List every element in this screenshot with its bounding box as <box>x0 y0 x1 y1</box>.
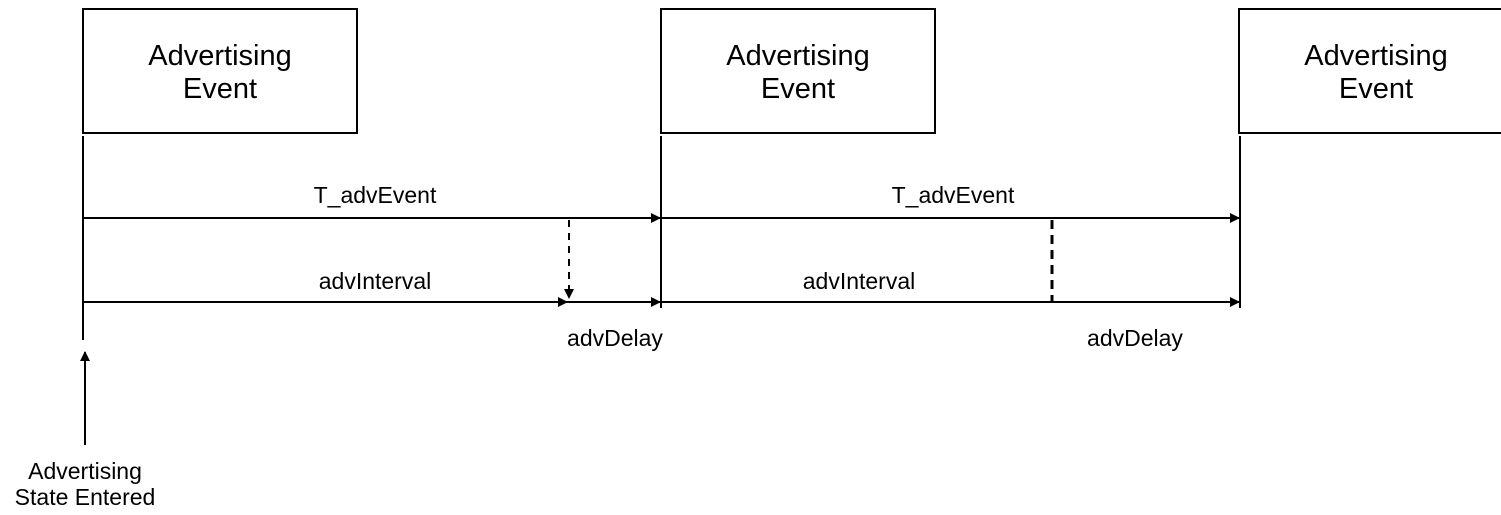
advertising-event-box-1: Advertising Event <box>82 8 358 134</box>
advertising-event-label: Advertising Event <box>1304 40 1448 105</box>
advertising-event-label: Advertising Event <box>148 40 292 105</box>
adv-interval-label-1: advInterval <box>318 268 432 294</box>
adv-delay-label-2: advDelay <box>1087 325 1183 351</box>
advertising-state-entered-label: Advertising State Entered <box>14 458 156 510</box>
advertising-event-label: Advertising Event <box>726 40 870 105</box>
t-adv-event-label-2: T_advEvent <box>891 182 1015 208</box>
t-adv-event-label-1: T_advEvent <box>313 182 437 208</box>
adv-interval-label-2: advInterval <box>802 268 916 294</box>
advertising-event-box-2: Advertising Event <box>660 8 936 134</box>
adv-delay-label-1: advDelay <box>567 325 663 351</box>
advertising-event-box-3: Advertising Event <box>1238 8 1501 134</box>
